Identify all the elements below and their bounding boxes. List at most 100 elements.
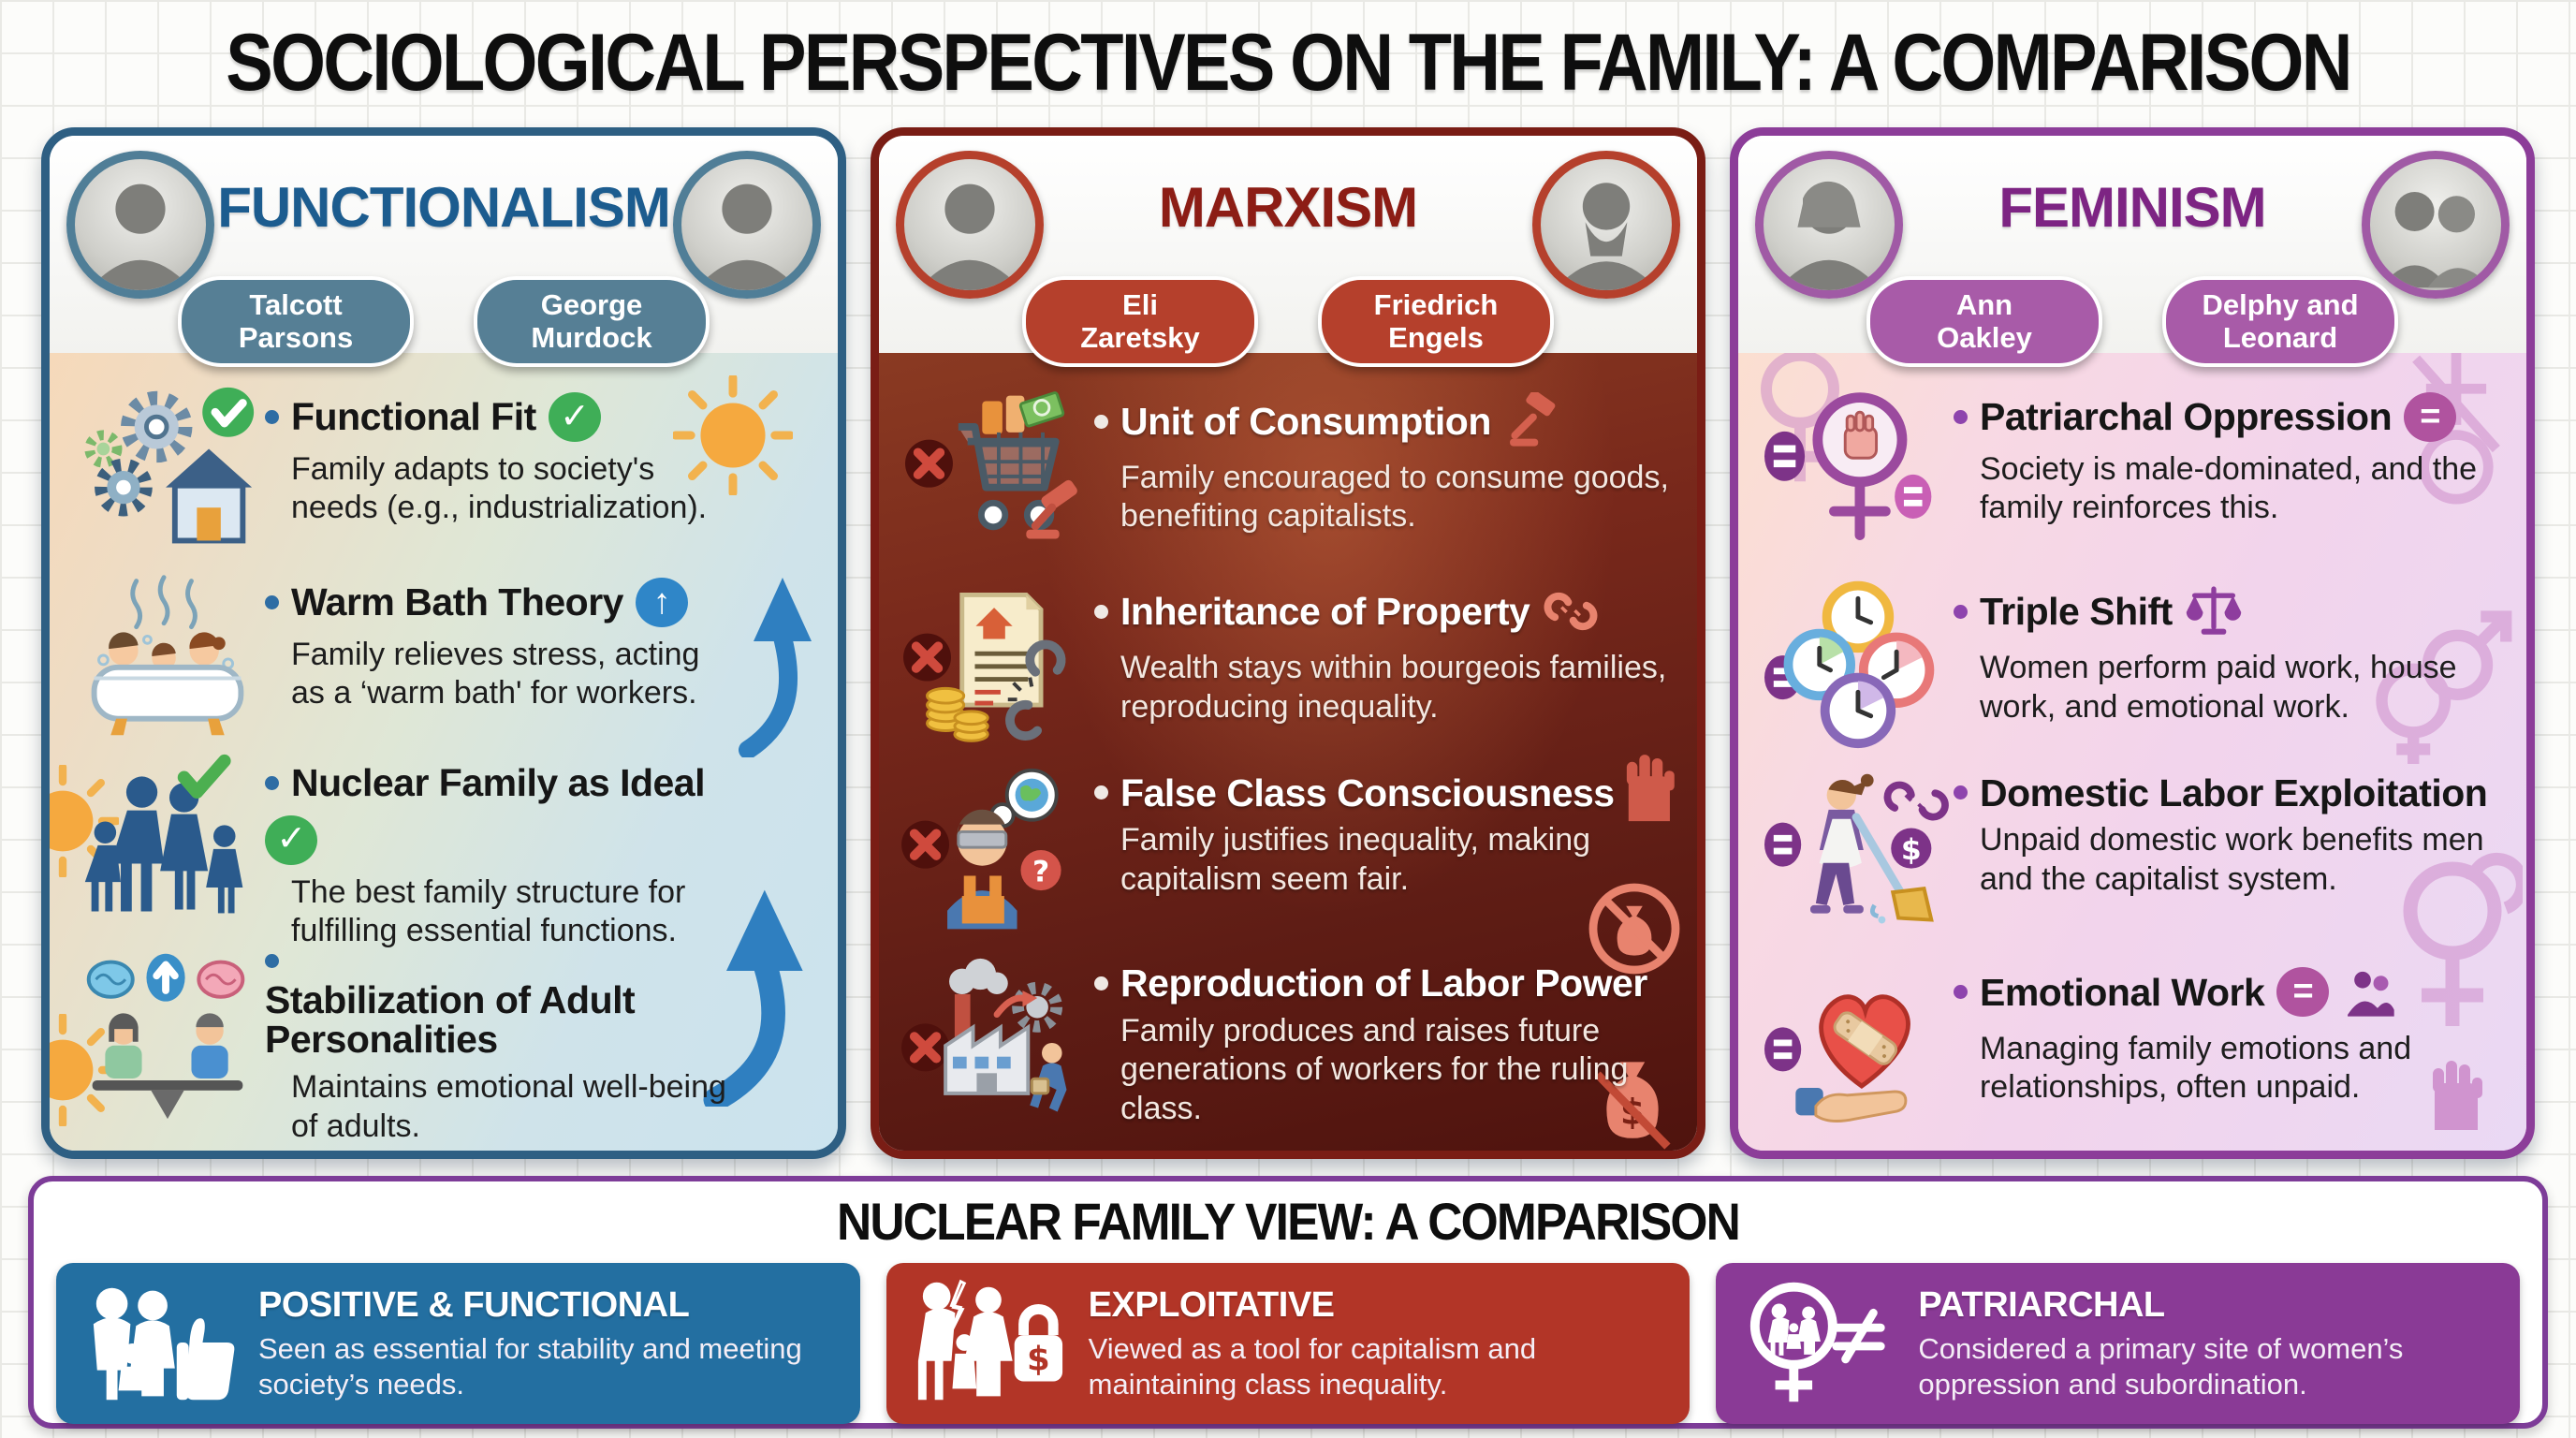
- deed-coins-chain-x-icon: [900, 569, 1094, 753]
- point-heading: Domestic Labor Exploitation: [1953, 773, 2498, 814]
- portrait-talcott-parsons: [66, 151, 214, 299]
- seesaw-balance-couple-icon: [70, 941, 265, 1124]
- cell-body: Viewed as a tool for capitalism and main…: [1088, 1332, 1537, 1401]
- bullet-dot: [265, 775, 279, 790]
- point-heading: Triple Shift: [1953, 582, 2498, 640]
- point-heading: False Class Consciousness: [1094, 773, 1669, 814]
- cell-heading: EXPLOITATIVE: [1088, 1285, 1335, 1326]
- comparison-band: NUCLEAR FAMILY VIEW: A COMPARISON: [28, 1176, 2548, 1429]
- point-body: Managing family emotions and relationshi…: [1979, 1030, 2412, 1106]
- feminism-point-patriarchal-oppression: Patriarchal Oppression = Society is male…: [1759, 379, 2511, 565]
- feminism-point-emotional-work: Emotional Work = Managing family emotion…: [1759, 950, 2511, 1136]
- point-heading: Emotional Work =: [1953, 963, 2498, 1021]
- portrait-delphy-and-leonard: [2362, 151, 2510, 299]
- clocks-icon: [1759, 569, 1954, 753]
- theorist-pill: Talcott Parsons: [178, 276, 415, 368]
- person-silhouette-icon: [696, 183, 798, 290]
- perspective-columns: FUNCTIONALISM Talcott Parsons George Mur…: [41, 127, 2536, 1159]
- gavel-icon: [1026, 479, 1077, 539]
- bullet-dot: [265, 953, 279, 968]
- marxism-point-labor-power: Reproduction of Labor Power Family produ…: [900, 950, 1682, 1136]
- marxism-point-unit-of-consumption: Unit of Consumption Family encouraged to…: [900, 379, 1682, 565]
- theorist-pill: Delphy and Leonard: [2162, 276, 2398, 368]
- bullet-dot: [265, 410, 279, 424]
- gavel-icon: [1503, 392, 1561, 450]
- people-hug-icon: [2341, 963, 2399, 1021]
- marxism-body: $: [879, 353, 1697, 1151]
- nuclear-family-check-icon: [70, 750, 265, 933]
- cell-heading: PATRIARCHAL: [1918, 1285, 2165, 1326]
- functionalism-title: FUNCTIONALISM: [217, 176, 671, 239]
- point-text: Triple Shift Women perform paid work, ho…: [1953, 569, 2511, 726]
- panel-functionalism: FUNCTIONALISM Talcott Parsons George Mur…: [41, 127, 847, 1159]
- functionalism-theorist-pills: Talcott Parsons George Murdock: [50, 276, 838, 368]
- point-body: The best family structure for fulfilling…: [291, 873, 686, 949]
- marxism-title: MARXISM: [1158, 176, 1418, 239]
- cell-text: EXPLOITATIVE Viewed as a tool for capita…: [1089, 1285, 1666, 1401]
- theorist-pill: Ann Oakley: [1866, 276, 2102, 368]
- bandaged-heart-hand-icon: [1759, 950, 1954, 1134]
- functionalism-header: FUNCTIONALISM Talcott Parsons George Mur…: [50, 136, 839, 368]
- gears-and-house-icon: [70, 379, 265, 563]
- point-heading: Inheritance of Property: [1094, 582, 1669, 640]
- person-silhouette-icon: [90, 183, 191, 290]
- shopping-cart-x-icon: [900, 379, 1094, 563]
- point-heading: Stabilization of Adult Personalities: [265, 953, 739, 1060]
- bullet-dot: [1094, 414, 1109, 429]
- bullet-dot: [1094, 604, 1109, 619]
- blindfolded-worker-x-icon: ?: [900, 760, 1094, 944]
- feminism-title: FEMINISM: [1998, 176, 2266, 239]
- comparison-cell-marxism: $ EXPLOITATIVE Viewed as a tool for capi…: [886, 1263, 1690, 1424]
- sweeping-woman-chain-dollar-icon: $: [1759, 760, 1954, 944]
- functionalism-point-stabilization: Stabilization of Adult Personalities Mai…: [70, 941, 823, 1144]
- two-person-silhouette-icon: [2380, 192, 2491, 288]
- comparison-cell-feminism: PATRIARCHAL Considered a primary site of…: [1716, 1263, 2521, 1424]
- bullet-dot: [265, 595, 279, 609]
- equality-icon: =: [2404, 392, 2457, 442]
- feminism-body: Patriarchal Oppression = Society is male…: [1737, 338, 2527, 1151]
- broken-family-money-lock-icon: $: [911, 1273, 1068, 1414]
- bullet-dot: [1094, 976, 1109, 990]
- point-text: Patriarchal Oppression = Society is male…: [1953, 379, 2511, 528]
- bullet-dot: [1953, 604, 1968, 619]
- broken-chain-icon: [1542, 582, 1600, 640]
- functionalism-point-nuclear-family: Nuclear Family as Ideal ✓ The best famil…: [70, 750, 823, 948]
- scales-icon: [2185, 582, 2243, 640]
- marxism-point-false-consciousness: ? False Class Consciousness Family justi…: [900, 760, 1682, 946]
- point-heading: Nuclear Family as Ideal ✓: [265, 763, 739, 865]
- marxism-point-inheritance: Inheritance of Property Wealth stays wit…: [900, 569, 1682, 755]
- functionalism-point-warm-bath: Warm Bath Theory ↑ Family relieves stres…: [70, 565, 823, 750]
- point-body: Wealth stays within bourgeois families, …: [1120, 650, 1667, 725]
- point-text: Inheritance of Property Wealth stays wit…: [1094, 569, 1682, 726]
- point-heading: Patriarchal Oppression =: [1953, 392, 2498, 442]
- point-body: Women perform paid work, house work, and…: [1979, 650, 2457, 725]
- page-title: SOCIOLOGICAL PERSPECTIVES ON THE FAMILY:…: [226, 18, 2352, 108]
- functionalism-point-functional-fit: Functional Fit ✓ Family adapts to societ…: [70, 379, 823, 565]
- person-silhouette-icon: [1778, 181, 1880, 290]
- point-heading: Warm Bath Theory ↑: [265, 578, 739, 627]
- feminism-point-triple-shift: Triple Shift Women perform paid work, ho…: [1759, 569, 2511, 755]
- check-icon: ✓: [548, 392, 601, 442]
- point-heading: Unit of Consumption: [1094, 392, 1669, 450]
- person-silhouette-icon: [919, 183, 1020, 290]
- point-text: Stabilization of Adult Personalities Mai…: [265, 941, 823, 1146]
- person-silhouette-icon: [1556, 183, 1657, 290]
- bullet-dot: [1953, 985, 1968, 1000]
- point-heading: Functional Fit ✓: [265, 392, 739, 442]
- point-body: Unpaid domestic work benefits men and th…: [1979, 822, 2484, 897]
- point-text: Nuclear Family as Ideal ✓ The best famil…: [265, 750, 823, 951]
- factory-worker-x-icon: [900, 950, 1094, 1134]
- cell-heading: POSITIVE & FUNCTIONAL: [258, 1285, 690, 1326]
- theorist-pill: Friedrich Engels: [1318, 276, 1554, 368]
- comparison-cell-functionalism: POSITIVE & FUNCTIONAL Seen as essential …: [56, 1263, 860, 1424]
- comparison-title: NUCLEAR FAMILY VIEW: A COMPARISON: [836, 1192, 1741, 1251]
- point-body: Maintains emotional well-being of adults…: [291, 1069, 726, 1144]
- theorist-pill: George Murdock: [474, 276, 710, 368]
- portrait-george-murdock: [673, 151, 822, 299]
- portrait-eli-zaretsky: [896, 151, 1045, 299]
- point-heading: Reproduction of Labor Power: [1094, 963, 1669, 1004]
- marxism-theorist-pills: Eli Zaretsky Friedrich Engels: [879, 276, 1697, 368]
- point-body: Family produces and raises future genera…: [1120, 1012, 1629, 1126]
- bullet-dot: [1953, 785, 1968, 800]
